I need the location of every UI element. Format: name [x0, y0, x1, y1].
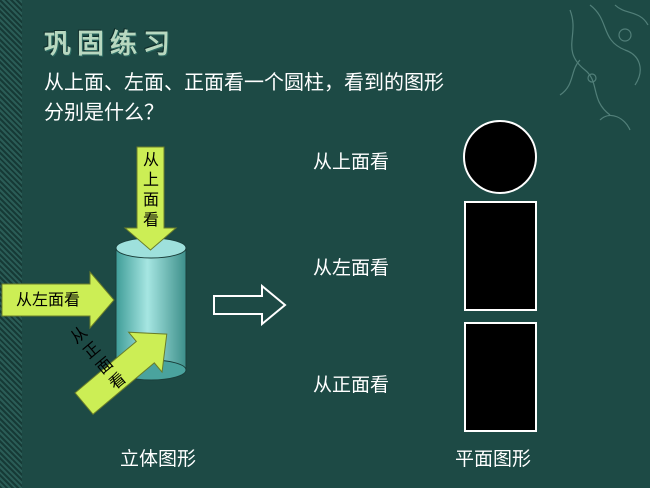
slide-title: 巩固练习 — [44, 29, 176, 60]
label-view-left: 从左面看 — [313, 257, 390, 279]
top-view-circle — [463, 120, 537, 194]
left-view-arrow — [1, 270, 115, 330]
transform-arrow-icon — [213, 283, 287, 327]
left-arrow-label: 从左面看 — [15, 290, 80, 309]
top-arrow-label: 从 上 面 看 — [140, 150, 162, 230]
caption-plane-figure: 平面图形 — [455, 448, 532, 470]
top-view-arrow — [123, 146, 178, 251]
left-view-rectangle — [464, 201, 537, 311]
front-view-rectangle — [464, 322, 537, 432]
top-arrow-char: 面 — [142, 190, 159, 209]
left-decorative-stripe — [0, 0, 22, 488]
question-line-1: 从上面、左面、正面看一个圆柱，看到的图形 — [44, 70, 444, 94]
front-view-arrow — [74, 331, 168, 415]
label-view-top: 从上面看 — [313, 151, 390, 173]
caption-solid-figure: 立体图形 — [120, 448, 197, 470]
top-arrow-char: 上 — [142, 170, 159, 189]
top-arrow-char: 看 — [142, 210, 159, 229]
floral-ornament-icon — [559, 4, 649, 131]
question-text: 从上面、左面、正面看一个圆柱，看到的图形 分别是什么？ — [44, 67, 604, 127]
label-view-front: 从正面看 — [313, 374, 390, 396]
top-arrow-char: 从 — [142, 150, 159, 169]
question-line-2: 分别是什么？ — [44, 100, 164, 124]
